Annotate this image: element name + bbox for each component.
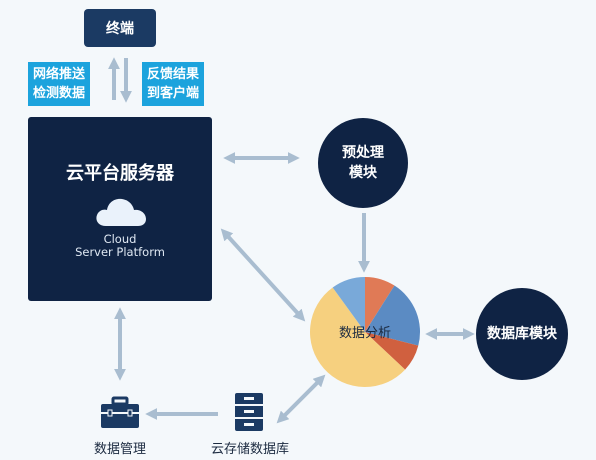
cloud-storage-label: 云存储数据库	[210, 442, 289, 457]
push-data-line2: 检测数据	[33, 86, 86, 101]
database-module-label: 数据库模块	[487, 326, 557, 342]
cloud-server-box: 云平台服务器 Cloud Server Platform	[28, 117, 212, 301]
database-module: 数据库模块	[476, 288, 568, 380]
analysis-label: 数据分析	[338, 326, 391, 341]
cloud-icon	[96, 198, 146, 226]
terminal-label: 终端	[106, 21, 134, 37]
pie-slice-2	[365, 332, 419, 370]
preprocess-line1: 预处理	[342, 145, 384, 161]
push-data-tag: 网络推送 检测数据	[28, 62, 91, 106]
toolbox-icon	[101, 396, 139, 428]
pie-slice-3	[310, 287, 406, 387]
terminal-box: 终端	[84, 9, 156, 47]
preprocess-line2: 模块	[349, 165, 377, 181]
feedback-line1: 反馈结果	[147, 67, 200, 82]
arrow-storage-analysis	[276, 374, 326, 424]
pie-slice-4	[332, 277, 365, 332]
pie-slice-1	[365, 285, 420, 346]
analysis-pie	[310, 277, 420, 387]
server-sub-line1: Cloud	[103, 232, 137, 246]
server-subtitle: Cloud Server Platform	[28, 233, 212, 259]
pie-slice-0	[365, 277, 395, 332]
data-management-label: 数据管理	[93, 442, 146, 457]
server-sub-line2: Server Platform	[75, 245, 165, 259]
feedback-line2: 到客户端	[147, 86, 200, 101]
preprocess-module: 预处理 模块	[318, 118, 408, 208]
arrow-server-analysis	[220, 228, 306, 322]
push-data-line1: 网络推送	[33, 67, 86, 82]
storage-cabinet-icon	[235, 393, 263, 431]
feedback-tag: 反馈结果 到客户端	[142, 62, 205, 106]
server-title: 云平台服务器	[66, 163, 174, 184]
